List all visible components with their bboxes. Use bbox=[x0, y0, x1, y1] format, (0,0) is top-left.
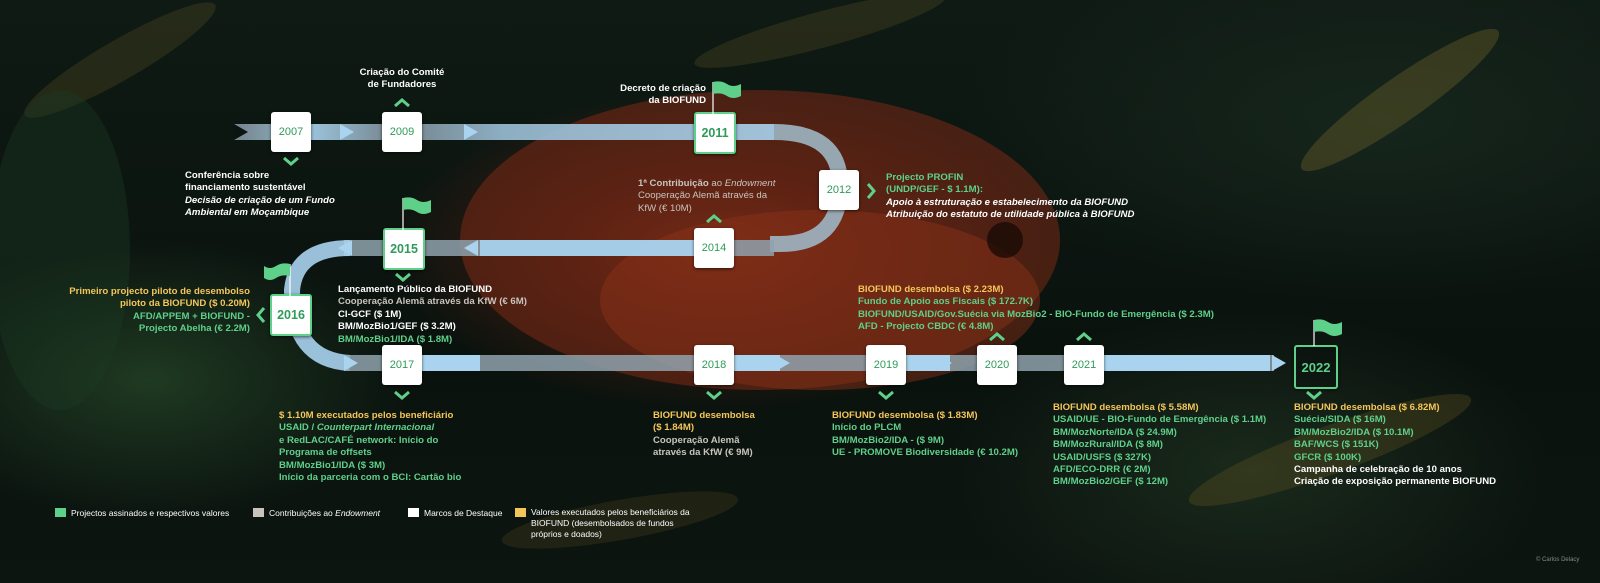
legend-swatch-green bbox=[55, 508, 66, 517]
annotation-contribuicao: 1ª Contribuição ao Endowment Cooperação … bbox=[638, 178, 776, 214]
timeline-curve-left bbox=[283, 240, 351, 371]
timeline-segment bbox=[1100, 355, 1270, 371]
arrow-head bbox=[234, 124, 248, 140]
chevron-up-icon bbox=[989, 332, 1005, 342]
annotation-2020-desembolsa: BIOFUND desembolsa ($ 2.23M) Fundo de Ap… bbox=[858, 284, 1214, 333]
yellow-fish-shape bbox=[24, 2, 216, 118]
legend-swatch-yellow bbox=[515, 508, 526, 517]
chevron-up-icon bbox=[706, 214, 722, 224]
year-box-2015: 2015 bbox=[383, 228, 425, 270]
arrow-head bbox=[338, 240, 352, 256]
year-box-2012: 2012 bbox=[819, 170, 859, 210]
chevron-up-icon bbox=[394, 98, 410, 108]
year-box-2007: 2007 bbox=[271, 112, 311, 152]
chevron-right-icon bbox=[866, 183, 876, 199]
coral-fish-eye bbox=[987, 222, 1023, 258]
annotation-lancamento: Lançamento Público da BIOFUND Cooperação… bbox=[338, 284, 527, 345]
year-box-2009: 2009 bbox=[382, 112, 422, 152]
legend-swatch-beige bbox=[253, 508, 264, 517]
flag-icon bbox=[712, 81, 741, 114]
arrow-head bbox=[344, 355, 358, 371]
legend-label-beige: Contribuições ao Endowment bbox=[269, 508, 381, 518]
year-box-2016: 2016 bbox=[270, 294, 312, 336]
arrow-head bbox=[938, 355, 952, 371]
annotation-conferencia: Conferência sobre financiamento sustentá… bbox=[185, 170, 335, 219]
chevron-down-icon bbox=[394, 390, 410, 400]
yellow-fish-shape bbox=[1300, 28, 1500, 172]
legend-label-green: Projectos assinados e respectivos valore… bbox=[71, 508, 230, 518]
flag-icon bbox=[264, 263, 291, 296]
annotation-profin: Projecto PROFIN (UNDP/GEF - $ 1.1M): Apo… bbox=[886, 172, 1135, 221]
year-box-2014: 2014 bbox=[694, 228, 734, 268]
seaweed-shape bbox=[0, 90, 130, 410]
flag-icon bbox=[402, 197, 431, 230]
arrow-head bbox=[1272, 355, 1286, 371]
chevron-up-icon bbox=[1076, 332, 1092, 342]
legend-label-white: Marcos de Destaque bbox=[424, 508, 503, 518]
year-box-2022: 2022 bbox=[1294, 345, 1338, 389]
timeline-segment bbox=[420, 355, 480, 371]
chevron-left-icon bbox=[256, 307, 266, 323]
annotation-2018: BIOFUND desembolsa ($ 1.84M) Cooperação … bbox=[653, 410, 755, 459]
yellow-fish-shape bbox=[694, 0, 946, 68]
yellow-fish-shape bbox=[501, 491, 739, 549]
timeline-segment bbox=[720, 355, 780, 371]
legend-label-yellow: Valores executados pelos beneficiários d… bbox=[531, 507, 690, 539]
arrow-head bbox=[464, 240, 478, 256]
annotation-2017: $ 1.10M executados pelos beneficiário US… bbox=[279, 410, 462, 484]
yellow-fish-shape bbox=[1188, 393, 1472, 507]
timeline-segment bbox=[480, 240, 700, 256]
chevron-down-icon bbox=[878, 390, 894, 400]
flag-icon bbox=[1313, 319, 1342, 346]
photo-credit: © Carlos Delacy bbox=[1536, 557, 1580, 563]
year-box-2020: 2020 bbox=[977, 345, 1017, 385]
timeline-segment bbox=[344, 355, 1274, 371]
chevron-down-icon bbox=[283, 156, 299, 166]
chevron-down-icon bbox=[1306, 390, 1322, 400]
timeline-segment bbox=[234, 124, 774, 140]
arrow-head bbox=[776, 355, 790, 371]
arrow-head bbox=[466, 355, 480, 371]
timeline-segment bbox=[900, 355, 950, 371]
annotation-2022: BIOFUND desembolsa ($ 6.82M) Suécia/SIDA… bbox=[1294, 402, 1497, 488]
year-box-2018: 2018 bbox=[694, 345, 734, 385]
legend-swatch-white bbox=[408, 508, 419, 517]
chevron-down-icon bbox=[395, 272, 411, 282]
year-box-2019: 2019 bbox=[866, 345, 906, 385]
year-box-2011: 2011 bbox=[694, 112, 736, 154]
chevron-down-icon bbox=[706, 390, 722, 400]
annotation-2019: BIOFUND desembolsa ($ 1.83M) Início do P… bbox=[832, 410, 1019, 459]
year-box-2021: 2021 bbox=[1064, 345, 1104, 385]
annotation-piloto: Primeiro projecto piloto de desembolso p… bbox=[69, 286, 250, 335]
arrow-head bbox=[464, 124, 478, 140]
annotation-2021: BIOFUND desembolsa ($ 5.58M) USAID/UE - … bbox=[1053, 402, 1267, 488]
arrow-head bbox=[340, 124, 354, 140]
year-box-2017: 2017 bbox=[382, 345, 422, 385]
